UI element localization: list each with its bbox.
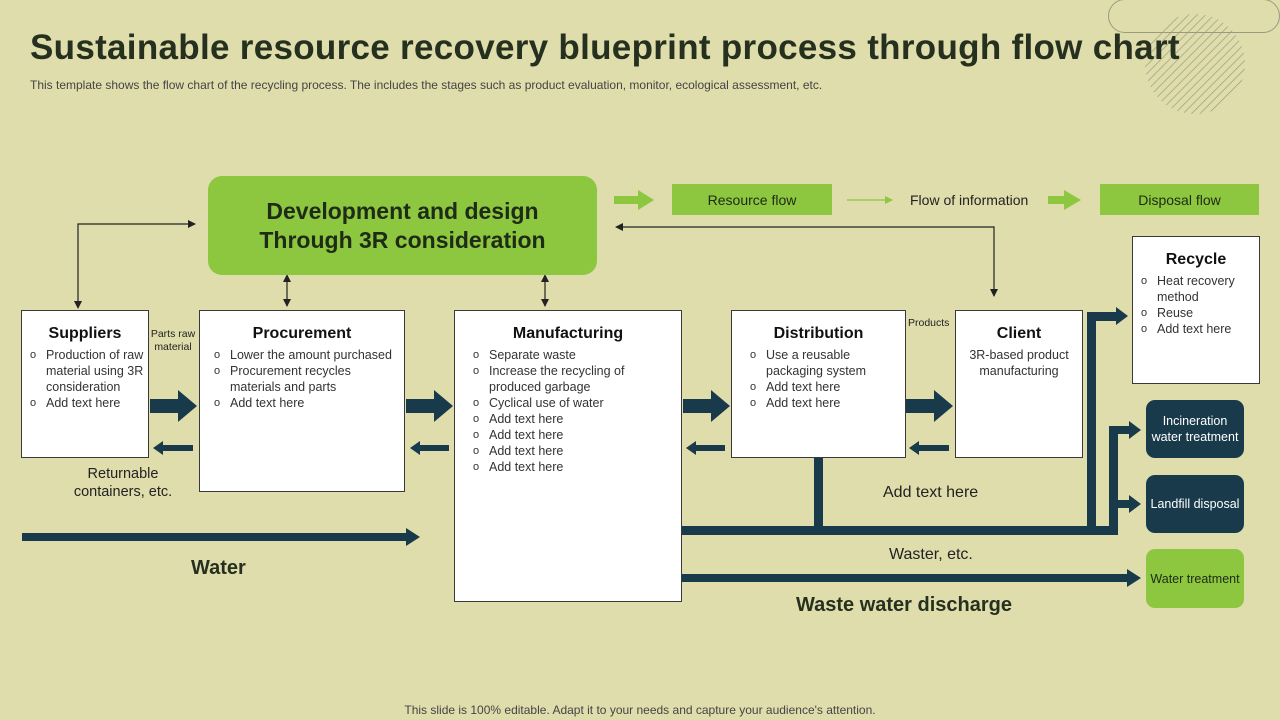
recycle-item: Heat recovery method [1141,273,1259,305]
water-treatment-box: Water treatment [1146,549,1244,608]
procurement-item: Lower the amount purchased [214,347,404,363]
arrow-to-landfill [1109,495,1141,513]
returnable-line1: Returnable [87,466,159,482]
procurement-item: Add text here [214,395,404,411]
suppliers-item: Add text here [30,395,148,411]
recycle-item: Add text here [1141,321,1259,337]
manufacturing-item: Separate waste [473,347,651,363]
distribution-item: Add text here [750,379,905,395]
development-design-box: Development and design Through 3R consid… [208,176,597,275]
legend-disposal-arrow [1048,190,1081,210]
manufacturing-box: Manufacturing Separate waste Increase th… [454,310,682,602]
page-subtitle: This template shows the flow chart of th… [30,78,823,92]
water-label: Water [191,557,246,579]
distribution-box: Distribution Use a reusable packaging sy… [731,310,906,458]
return-arrow-client-distribution [909,441,949,455]
manufacturing-item: Add text here [473,443,651,459]
parts-label-line1: Parts raw [150,328,196,340]
legend-disposal-flow: Disposal flow [1100,184,1259,215]
returnable-containers-label: Returnable containers, etc. [60,465,186,501]
waste-water-arrow [682,569,1141,587]
client-title: Client [996,325,1042,342]
development-line1: Development and design [266,197,539,224]
flow-arrow-suppliers-procurement [150,390,197,422]
branch-riser-line [1109,427,1118,535]
recycle-box: Recycle Heat recovery method Reuse Add t… [1132,236,1260,384]
manufacturing-item: Increase the recycling of produced garba… [473,363,651,395]
recycle-title: Recycle [1165,251,1227,268]
manufacturing-item: Add text here [473,411,651,427]
suppliers-box: Suppliers Production of raw material usi… [21,310,149,458]
legend-resource-arrow [614,190,654,210]
development-line2: Through 3R consideration [259,226,546,253]
waster-label: Waster, etc. [889,546,973,563]
distribution-title: Distribution [773,325,864,342]
hatched-circle-decoration [1145,14,1245,114]
flow-arrow-manufacturing-distribution [683,390,730,422]
info-arrow-suppliers-dev [74,220,196,309]
distribution-down-line [814,458,823,528]
flow-arrow-distribution-client [906,390,953,422]
landfill-box: Landfill disposal [1146,475,1244,533]
add-text-label: Add text here [883,484,979,501]
flow-arrow-procurement-manufacturing [406,390,453,422]
products-label: Products [908,317,950,329]
procurement-title: Procurement [252,325,352,342]
manufacturing-item: Cyclical use of water [473,395,651,411]
waste-water-discharge-label: Waste water discharge [796,594,1013,616]
suppliers-item: Production of raw material using 3R cons… [30,347,148,395]
manufacturing-item: Add text here [473,427,651,443]
water-arrow [22,528,420,546]
info-arrow-client-dev [615,223,998,297]
parts-raw-material-label: Parts raw material [148,328,198,354]
procurement-box: Procurement Lower the amount purchased P… [199,310,405,492]
distribution-item: Use a reusable packaging system [750,347,905,379]
legend-resource-flow: Resource flow [672,184,832,215]
page-title: Sustainable resource recovery blueprint … [30,28,1180,67]
client-text: 3R-based product manufacturing [969,348,1069,378]
disposal-main-line [682,526,1118,535]
legend-information-flow: Flow of information [910,192,1029,208]
recycle-riser-line [1087,316,1096,535]
arrow-to-incineration [1109,421,1141,439]
footer-note: This slide is 100% editable. Adapt it to… [404,703,876,717]
return-arrow-procurement-suppliers [153,441,193,455]
procurement-item: Procurement recycles materials and parts [214,363,404,395]
returnable-line2: containers, etc. [73,484,173,500]
client-box: Client 3R-based product manufacturing [955,310,1083,458]
manufacturing-title: Manufacturing [512,325,624,342]
manufacturing-item: Add text here [473,459,651,475]
parts-label-line2: material [154,341,192,353]
suppliers-title: Suppliers [48,325,122,342]
recycle-item: Reuse [1141,305,1259,321]
return-arrow-distribution-manufacturing [686,441,725,455]
incineration-box: Incineration water treatment [1146,400,1244,458]
distribution-item: Add text here [750,395,905,411]
return-arrow-manufacturing-procurement [410,441,449,455]
arrow-to-recycle [1087,307,1128,325]
